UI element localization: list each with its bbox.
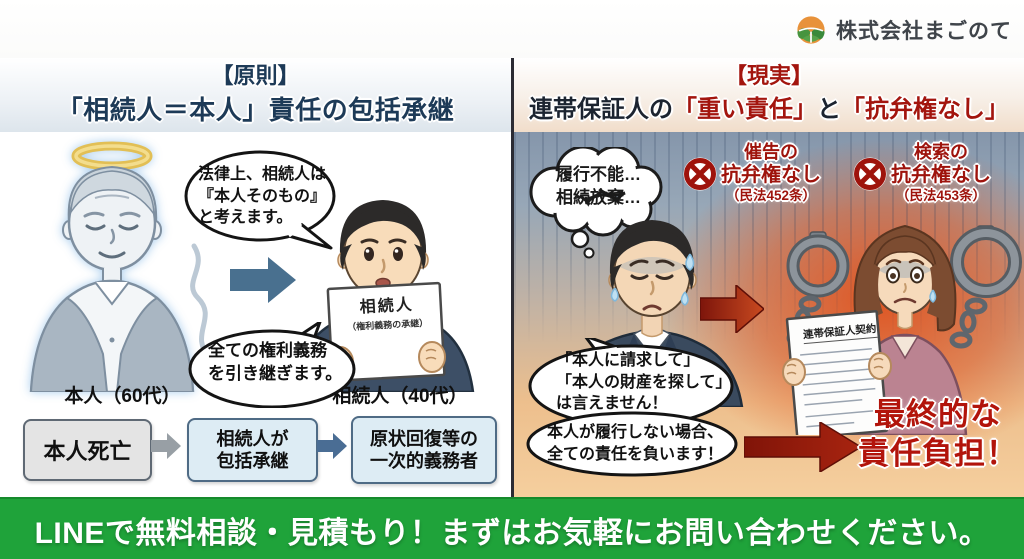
flow-arrow-icon	[151, 433, 181, 459]
defense-law: （民法453条）	[895, 188, 987, 203]
final-burden-text: 最終的な 責任負担！	[858, 397, 1018, 471]
left-title-main: 「相続人＝本人」責任の包括承継	[56, 95, 455, 125]
defense-line1: 催告の	[744, 142, 798, 162]
succession-arrow-icon	[230, 257, 296, 303]
final-burden-arrow-icon	[744, 422, 861, 472]
left-title-band: 【原則】 「相続人＝本人」責任の包括承継	[0, 58, 511, 132]
speech-bubble-claims-text: 「本人に請求して」 「本人の財産を探して」 は言えません！	[556, 352, 732, 413]
inheritance-document-title: 相続人	[359, 296, 415, 317]
company-logo: 株式会社まごのて	[794, 13, 1012, 47]
speech-bubble-law	[184, 150, 336, 250]
guarantor-contract: 連帯保証人契約	[800, 320, 880, 345]
line-cta-banner[interactable]: LINEで無料相談・見積もり！まずはお気軽にお問い合わせください。	[0, 497, 1024, 559]
thought-bubble-text: 履行不能… 相続放棄…	[556, 165, 641, 207]
thought-bubble	[529, 147, 663, 259]
right-title-part: 「重い責任」	[673, 96, 817, 123]
speech-bubble-responsibility-text: 本人が履行しない場合、 全ての責任を負います！	[547, 424, 724, 463]
speech-bubble-rights-text: 全ての権利義務 を引き継ぎます。	[208, 341, 343, 383]
line-cta-text: LINEで無料相談・見積もり！まずはお気軽にお問い合わせください。	[34, 517, 990, 550]
deceased-elder-illustration	[29, 141, 195, 392]
defense-line2: 抗弁権なし	[891, 164, 991, 186]
elder-label: 本人（60代）	[64, 386, 181, 407]
right-title-part: 連帯保証人の	[529, 96, 673, 123]
crossed-circle-icon	[683, 157, 717, 190]
crossed-circle-icon	[853, 157, 887, 190]
spirit-smoke-wisp	[190, 243, 213, 360]
right-title-band: 【現実】 連帯保証人の 「重い責任」 と 「抗弁権なし」	[514, 58, 1024, 132]
right-title-tag: 【現実】	[724, 63, 813, 88]
left-title-tag: 【原則】	[211, 63, 300, 88]
flow-step-death: 本人死亡	[23, 419, 152, 481]
leaf-circle-logo-icon	[797, 16, 825, 44]
speech-bubble-law-text: 法律上、相続人は 『本人そのもの』 と考えます。	[198, 166, 327, 227]
guarantor-contract-title: 連帯保証人契約	[802, 320, 878, 345]
flow-arrow-icon	[317, 433, 347, 459]
right-title-part: と	[817, 96, 841, 123]
speech-bubble-rights	[188, 322, 356, 408]
panel-divider	[511, 58, 514, 497]
liability-arrow-icon	[700, 285, 764, 333]
defense-law: （民法452条）	[725, 188, 817, 203]
right-title-main: 連帯保証人の 「重い責任」 と 「抗弁権なし」	[514, 91, 1024, 129]
defense-line1: 検索の	[914, 142, 968, 162]
handcuffed-woman-illustration	[782, 224, 1022, 435]
right-panel-scene: 履行不能… 相続放棄… 催告の 抗弁権なし （民法452条） 検索の 抗	[514, 132, 1024, 497]
no-search-defense-label: 検索の 抗弁権なし （民法453条）	[852, 142, 991, 205]
defense-line2: 抗弁権なし	[721, 164, 821, 186]
flow-step-succession: 相続人が 包括承継	[187, 418, 318, 482]
flow-step-obligor: 原状回復等の 一次的義務者	[351, 416, 497, 484]
heir-label: 相続人（40代）	[332, 386, 468, 407]
header-strip	[0, 0, 1024, 58]
no-demand-defense-label: 催告の 抗弁権なし （民法452条）	[682, 142, 821, 205]
company-name: 株式会社まごのて	[836, 20, 1012, 43]
right-title-part: 「抗弁権なし」	[841, 96, 1009, 123]
speech-bubble-responsibility	[526, 411, 738, 477]
